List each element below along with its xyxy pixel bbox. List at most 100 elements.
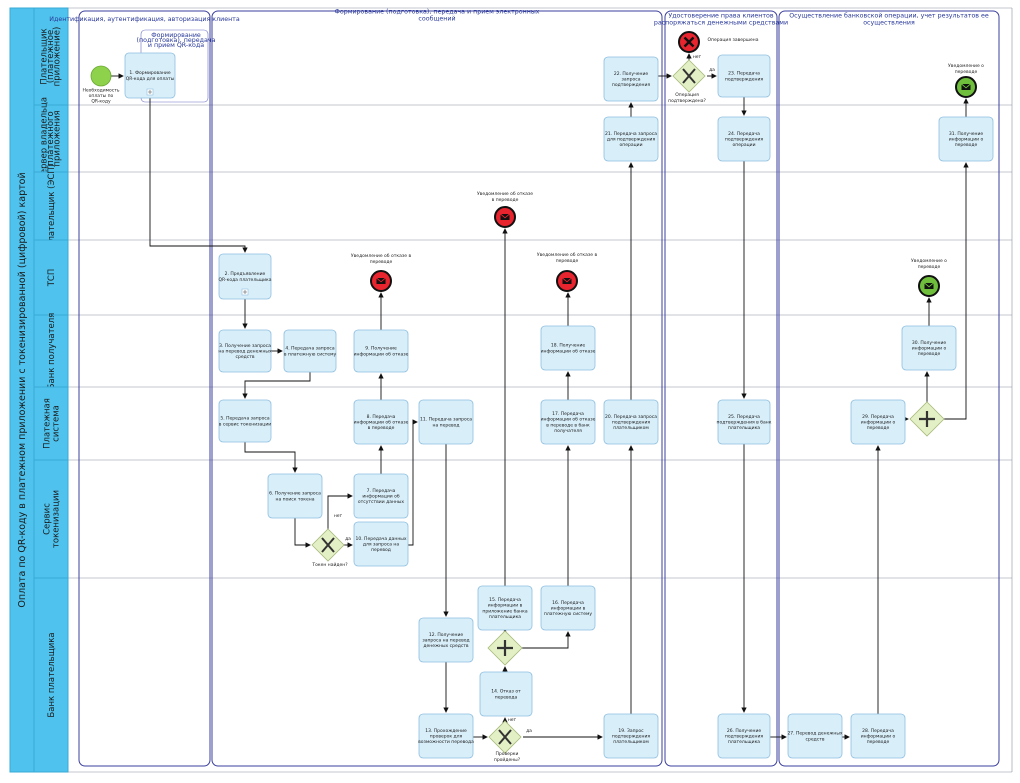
- task-21: [603, 116, 659, 162]
- flow-label-no: нет: [334, 514, 343, 519]
- lane-label: Платежнаясистема: [42, 398, 61, 449]
- phase-title: Осуществление банковской операции, учет …: [789, 12, 989, 27]
- lane-label: Банк получателя: [47, 313, 57, 390]
- parallel-plus-icon: [919, 411, 935, 427]
- task-10: [353, 521, 409, 567]
- phase-frame: [778, 10, 1000, 767]
- exclusive-x-icon: [498, 729, 512, 745]
- phase-frame: [664, 10, 778, 767]
- task-13: [418, 713, 474, 759]
- task-31: [938, 116, 994, 162]
- sequence-flow: [149, 98, 248, 253]
- task-2: [218, 253, 272, 300]
- sequence-flow: [944, 162, 969, 420]
- task-1: [124, 52, 176, 99]
- lane-header: [33, 577, 69, 773]
- sequence-flow: [522, 631, 571, 649]
- gateway-token-label: Токен найден?: [311, 561, 348, 568]
- phase-frame: [78, 10, 211, 767]
- phase-title: Идентификация, аутентификация, авторизац…: [49, 16, 240, 23]
- start-event: [90, 65, 112, 87]
- task-3: [218, 329, 272, 373]
- lane-header: [33, 386, 69, 461]
- task-24: [717, 116, 771, 162]
- phase-frame: [211, 10, 663, 767]
- exclusive-x-icon: [682, 68, 696, 84]
- flow-label-yes: да: [709, 68, 715, 73]
- task-7: [353, 473, 409, 519]
- task-8: [353, 399, 409, 445]
- task-22: [603, 56, 659, 102]
- sequence-flow: [408, 419, 418, 546]
- lane-label: ТСП: [47, 269, 57, 288]
- task-17: [540, 399, 596, 445]
- task-30: [901, 325, 957, 371]
- lane-header: [33, 459, 69, 579]
- task-23: [717, 54, 771, 98]
- phase-title: Формирование (подготовка), передача и пр…: [334, 9, 539, 23]
- envelope-icon: [961, 84, 971, 90]
- task-27: [787, 713, 843, 759]
- task-28: [850, 713, 906, 759]
- lane-label: Сервер владельцаплатежногоприложения: [40, 97, 63, 180]
- task-19: [603, 713, 659, 759]
- pool-header: [9, 7, 35, 773]
- envelope-icon: [500, 214, 510, 220]
- task-29: [850, 399, 906, 445]
- parallel-plus-icon: [497, 640, 513, 656]
- lane-label: Банк плательщика: [47, 632, 57, 717]
- sequence-flow: [294, 518, 311, 548]
- task-20: [603, 399, 659, 445]
- cancel-x-icon: [683, 36, 695, 48]
- envelope-icon: [924, 283, 934, 289]
- lane-label: Плательщик (ЭСП): [47, 164, 57, 248]
- lane-header: [33, 7, 69, 106]
- flow-label-no: нет: [693, 55, 702, 60]
- pool-title: Оплата по QR-коду в платежном приложении…: [17, 172, 28, 607]
- task-9: [353, 329, 409, 373]
- exclusive-x-icon: [321, 537, 335, 553]
- task-14: [479, 671, 533, 717]
- task-12: [418, 617, 474, 663]
- task-11: [418, 399, 474, 445]
- task-25: [717, 399, 771, 445]
- flow-label-yes: да: [526, 729, 532, 734]
- sequence-flow: [242, 372, 311, 399]
- task-15: [477, 585, 533, 631]
- plus-marker-icon: [148, 90, 152, 94]
- envelope-icon: [376, 278, 386, 284]
